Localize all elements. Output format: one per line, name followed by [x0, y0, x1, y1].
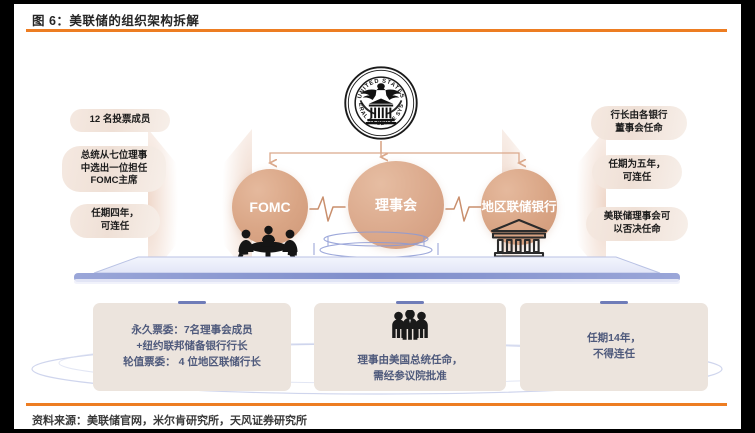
info-card-governor-term[interactable]: 任期14年， 不得连任 [520, 301, 708, 391]
node-board-of-governors[interactable]: 理事会 [348, 161, 444, 249]
note-right-president-appointment: 行长由各银行 董事会任命 [591, 106, 687, 140]
note-left-chair-selection: 总统从七位理事 中选出一位担任 FOMC主席 [62, 146, 166, 192]
three-people-icon [388, 309, 432, 345]
note-text: 行长由各银行 董事会任命 [610, 110, 668, 134]
figure-source: 资料来源：美联储官网，米尔肯研究所，天风证券研究所 [32, 415, 307, 427]
card-tab-indicator [600, 301, 628, 304]
info-card-voting-composition[interactable]: 永久票委：7名理事会成员 +纽约联邦储备银行行长 轮值票委： 4 位地区联储行长 [93, 301, 291, 391]
note-text: 美联储理事会可 以否决任命 [603, 211, 671, 235]
note-text: 12 名投票成员 [89, 114, 151, 126]
card-tab-indicator [396, 301, 424, 304]
note-text: 任期四年， 可连任 [91, 208, 139, 232]
note-right-board-veto: 美联储理事会可 以否决任命 [586, 207, 688, 241]
source-divider [26, 403, 727, 406]
card-tab-indicator [178, 301, 206, 304]
card-text: 任期14年， 不得连任 [587, 332, 641, 360]
note-text: 总统从七位理事 中选出一位担任 FOMC主席 [80, 149, 148, 187]
note-left-term-four-years: 任期四年， 可连任 [70, 204, 160, 238]
node-regional-reserve-banks[interactable]: 地区联储银行 [481, 169, 557, 245]
note-right-term-five-years: 任期为五年， 可连任 [592, 155, 682, 189]
node-banks-label: 地区联储银行 [481, 199, 557, 214]
info-card-governor-appointment[interactable]: 理事由美国总统任命， 需经参议院批准 [314, 301, 506, 391]
figure-title: 图 6：美联储的组织架构拆解 [32, 14, 200, 28]
node-fomc-label: FOMC [249, 198, 291, 215]
card-text: 永久票委：7名理事会成员 +纽约联邦储备银行行长 轮值票委： 4 位地区联储行长 [123, 324, 261, 368]
node-board-label: 理事会 [375, 196, 417, 213]
federal-reserve-seal-icon: UNITED STATES FEDERAL RESERVE SYSTEM [340, 61, 419, 141]
note-left-voting-members: 12 名投票成员 [70, 109, 170, 132]
note-text: 任期为五年， 可连任 [608, 159, 666, 183]
title-divider [26, 29, 727, 32]
diagram-canvas: UNITED STATES FEDERAL RESERVE SYSTEM [26, 33, 727, 401]
card-text: 理事由美国总统任命， 需经参议院批准 [357, 353, 463, 382]
